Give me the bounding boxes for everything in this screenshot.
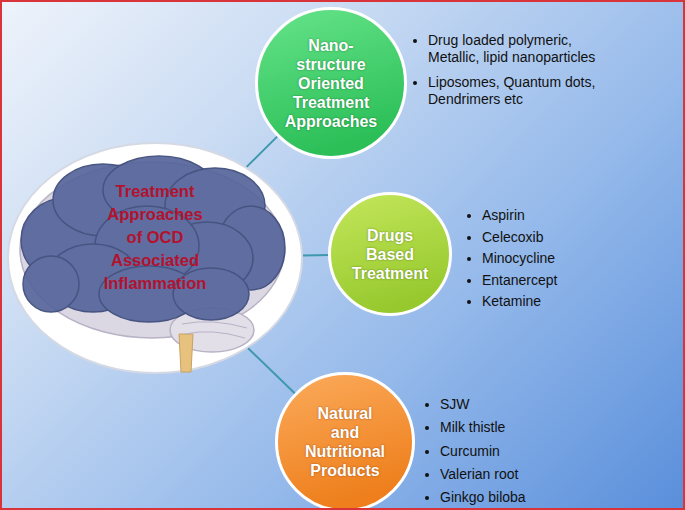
node-shape — [257, 9, 406, 158]
node-text-group: Nano-structure Oriented Treatment Approa… — [281, 36, 381, 131]
bullet-item: Milk thistle — [440, 416, 600, 439]
bullet-item: SJW — [440, 393, 600, 416]
brain-shape — [20, 162, 284, 372]
node-title: Drugs Based Treatment — [346, 226, 434, 283]
central-topic: Treatment Approaches of OCD Associated I… — [7, 142, 303, 374]
node-text-box: Nano-structure Oriented Treatment Approa… — [255, 7, 407, 159]
bullet-item: Celecoxib — [482, 227, 632, 249]
bullet-list: AspirinCelecoxibMinocyclineEntanerceptKe… — [464, 205, 632, 313]
bullet-item: Curcumin — [440, 440, 600, 463]
bullet-item: Aspirin — [482, 205, 632, 227]
node-text-box: Treatment Approaches of OCD Associated I… — [99, 180, 211, 295]
connector-line — [247, 137, 277, 167]
brain-base — [20, 162, 284, 338]
category-circle: Nano-structure Oriented Treatment Approa… — [255, 7, 407, 159]
node-shape — [277, 374, 414, 510]
brain-lobe — [23, 256, 79, 312]
bullet-item: Valerian root — [440, 463, 600, 486]
node-text-group: Natural and Nutritional Products — [303, 404, 387, 480]
node-shape — [8, 143, 302, 373]
bullet-item: Drug loaded polymeric, Metallic, lipid n… — [428, 32, 614, 65]
bullet-list: SJWMilk thistleCurcuminValerian rootGink… — [422, 393, 600, 509]
brainstem — [179, 334, 193, 372]
node-text-box: Natural and Nutritional Products — [275, 372, 415, 510]
bullet-list: Drug loaded polymeric, Metallic, lipid n… — [410, 32, 614, 116]
brain-lobes — [21, 156, 285, 322]
category-circle: Natural and Nutritional Products — [275, 372, 415, 510]
cerebellum-fold — [185, 332, 245, 338]
bullet-item: Liposomes, Quantum dots, Dendrimers etc — [428, 74, 614, 107]
node-title: Nano-structure Oriented Treatment Approa… — [281, 36, 381, 131]
node-title: Treatment Approaches of OCD Associated I… — [99, 180, 211, 295]
bullet-item: Ketamine — [482, 291, 632, 313]
cerebellum-fold — [182, 322, 247, 328]
node-shape — [330, 194, 451, 315]
category-circle: Drugs Based Treatment — [328, 192, 452, 316]
connector-line — [248, 348, 295, 393]
bullet-item: Ginkgo biloba — [440, 486, 600, 509]
node-text-box: Drugs Based Treatment — [328, 192, 452, 316]
node-title: Natural and Nutritional Products — [303, 404, 387, 480]
bullet-item: Minocycline — [482, 248, 632, 270]
connector-line — [303, 254, 328, 256]
node-text-group: Drugs Based Treatment — [346, 226, 434, 283]
bullet-item: Entanercept — [482, 270, 632, 292]
